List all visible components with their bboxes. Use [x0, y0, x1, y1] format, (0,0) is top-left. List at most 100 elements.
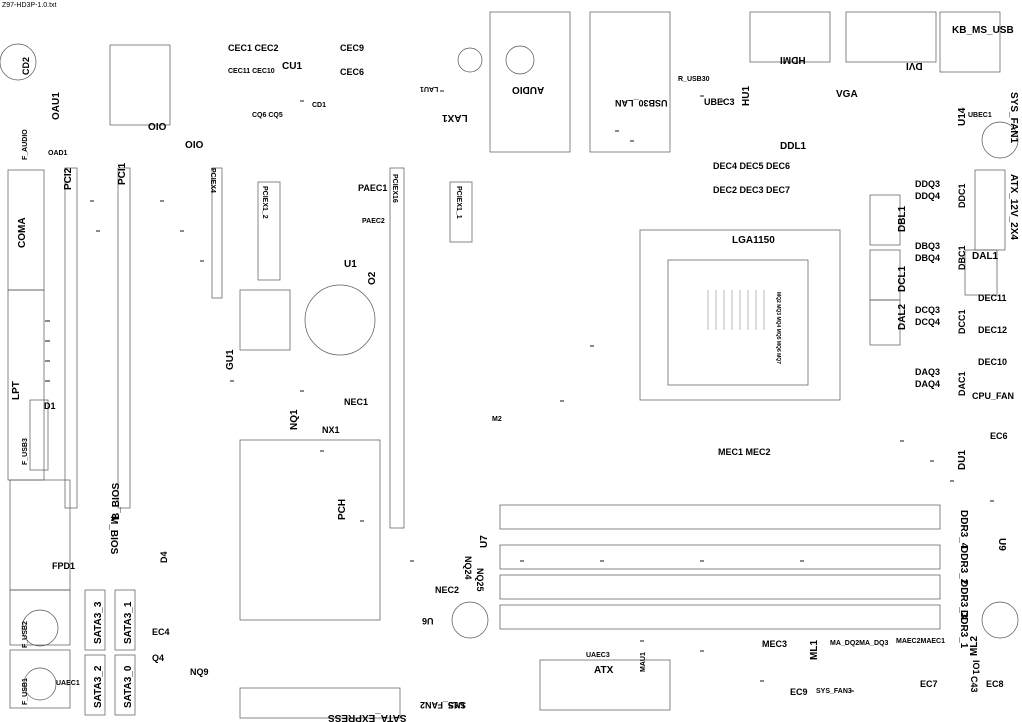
pciex1-1-slot	[449, 181, 473, 243]
dal2-box	[869, 299, 901, 346]
cec9-label: CEC9	[340, 43, 365, 53]
pci2-slot	[64, 167, 78, 509]
ma-dq-label: MA_DQ2MA_DQ3	[830, 640, 889, 647]
ec9-label: EC9	[790, 687, 808, 697]
ec6b-label: EC6	[990, 431, 1008, 441]
u1-label: U1	[344, 259, 357, 270]
dal2-label: DAL2	[897, 303, 908, 330]
dcq4-label: DCQ4	[915, 317, 941, 327]
cd1-label: CD1	[312, 102, 327, 109]
io1-label: IO1	[971, 660, 981, 675]
fpd1-label: FPD1	[52, 561, 76, 571]
usb30-lan-label: USB30_LAN	[615, 98, 668, 108]
dec11-label: DEC11	[978, 293, 1007, 303]
file-name: Z97-HD3P-1.0.txt	[2, 2, 57, 9]
mount-hole-bm	[451, 601, 489, 639]
sata3-2-box	[84, 654, 106, 716]
dal1-box	[964, 249, 998, 296]
atx12v-box	[974, 169, 1006, 251]
f-usb2-label: F_USB2	[22, 621, 29, 648]
f-usb3-label: F_USB3	[22, 438, 29, 465]
pci1-label: PCI1	[117, 162, 128, 185]
ddr3-4-slot	[499, 504, 941, 530]
audio-ring	[505, 45, 535, 75]
dal1-label: DAL1	[972, 251, 999, 262]
ddr3-2-slot	[499, 544, 941, 570]
lpt-label: LPT	[11, 381, 22, 400]
mount-hole-bl2	[23, 667, 57, 701]
pciex16-slot	[389, 167, 405, 529]
ddc1-label: DDC1	[957, 183, 967, 208]
ec4-label: EC4	[152, 627, 170, 637]
ddq3-label: DDQ3	[915, 179, 941, 189]
sys-fan3-label: SYS_FAN3	[816, 688, 852, 695]
atx-label: ATX	[594, 665, 614, 676]
pch-label: PCH	[337, 498, 348, 520]
dcq3-label: DCQ3	[915, 305, 941, 315]
gu1-label: GU1	[225, 349, 236, 370]
dec12-label: DEC12	[978, 325, 1008, 335]
dbq4-label: DBQ4	[915, 253, 941, 263]
o2-label: O2	[367, 271, 378, 285]
mq-cluster-lines	[707, 290, 765, 330]
cec11-cec10-label: CEC11 CEC10	[228, 68, 275, 75]
sata3-2-label: SATA3_2	[93, 665, 104, 708]
mount-hole-br	[981, 601, 1019, 639]
cq6-cq5-label: CQ6 CQ5	[252, 112, 283, 119]
mount-hole-bl	[21, 609, 59, 647]
paec2-label: PAEC2	[362, 218, 385, 225]
m2-label: M2	[492, 416, 502, 423]
lga-inner	[667, 259, 809, 386]
mq-cluster-label: MQ2 MQ3 MQ4 MQ5 MQ6 MQ7	[775, 292, 781, 364]
ml2-label: ML2	[969, 636, 980, 656]
lga1150-socket	[639, 229, 841, 401]
mount-hole-tl	[0, 43, 37, 81]
d1-label: D1	[44, 401, 56, 411]
kb-ms-usb-label: KB_MS_USB	[952, 25, 1014, 36]
pciex4-slot	[211, 167, 223, 299]
dec10-label: DEC10	[978, 357, 1008, 367]
f-audio-label: F_AUDIO	[22, 129, 29, 160]
sata-express-label: SATA_EXPRESS	[328, 712, 407, 722]
pciex1-2-label: PCIEX1_2	[261, 186, 268, 219]
sata3-0-label: SATA3_0	[123, 665, 134, 708]
b-bios-label: B_BIOS	[111, 482, 122, 520]
battery-ring	[304, 284, 376, 356]
pci2-label: PCI2	[63, 167, 74, 190]
ec8-label: EC8	[986, 679, 1004, 689]
mau1-label: MAU1	[640, 652, 647, 672]
daq3-label: DAQ3	[915, 367, 941, 377]
oio-box	[109, 44, 171, 126]
ddr3-4-label: DDR3_4	[958, 510, 969, 549]
mec1-mec2-label: MEC1 MEC2	[718, 447, 771, 457]
ml1-label: ML1	[809, 640, 820, 660]
uaec1-label: UAEC1	[56, 680, 80, 687]
cpu-fan-label: CPU_FAN	[972, 391, 1015, 401]
maec2-maec1-label: MAEC2MAEC1	[896, 638, 946, 645]
oio2-label: OIO	[185, 138, 204, 149]
hdmi-block	[749, 11, 831, 63]
f-usb3-outline	[29, 399, 49, 471]
u9-label: U9	[996, 538, 1007, 551]
dcc1-label: DCC1	[957, 309, 967, 334]
f-usb1-outline	[9, 649, 71, 709]
pch-box	[239, 439, 381, 621]
nq1-label: NQ1	[289, 409, 300, 430]
hu1-label: HU1	[741, 85, 752, 106]
ddq4-label: DDQ4	[915, 191, 941, 201]
dvi-label: DVI	[906, 60, 923, 71]
ddr3-3-slot	[499, 574, 941, 600]
ubec3-label: UBEC3	[704, 97, 735, 107]
coma-label: COMA	[17, 217, 28, 248]
audio-block	[489, 11, 571, 153]
ubec1-label: UBEC1	[968, 112, 992, 119]
audio-label: AUDIO	[512, 84, 545, 95]
daq4-label: DAQ4	[915, 379, 941, 389]
sata3-1-label: SATA3_1	[123, 601, 134, 644]
lau1-label: LAU1	[420, 85, 439, 92]
io-shield-left	[9, 479, 71, 591]
dvi-block	[845, 11, 937, 63]
ddr3-2-label: DDR3_2	[958, 546, 969, 585]
lga1150-label: LGA1150	[732, 235, 775, 246]
